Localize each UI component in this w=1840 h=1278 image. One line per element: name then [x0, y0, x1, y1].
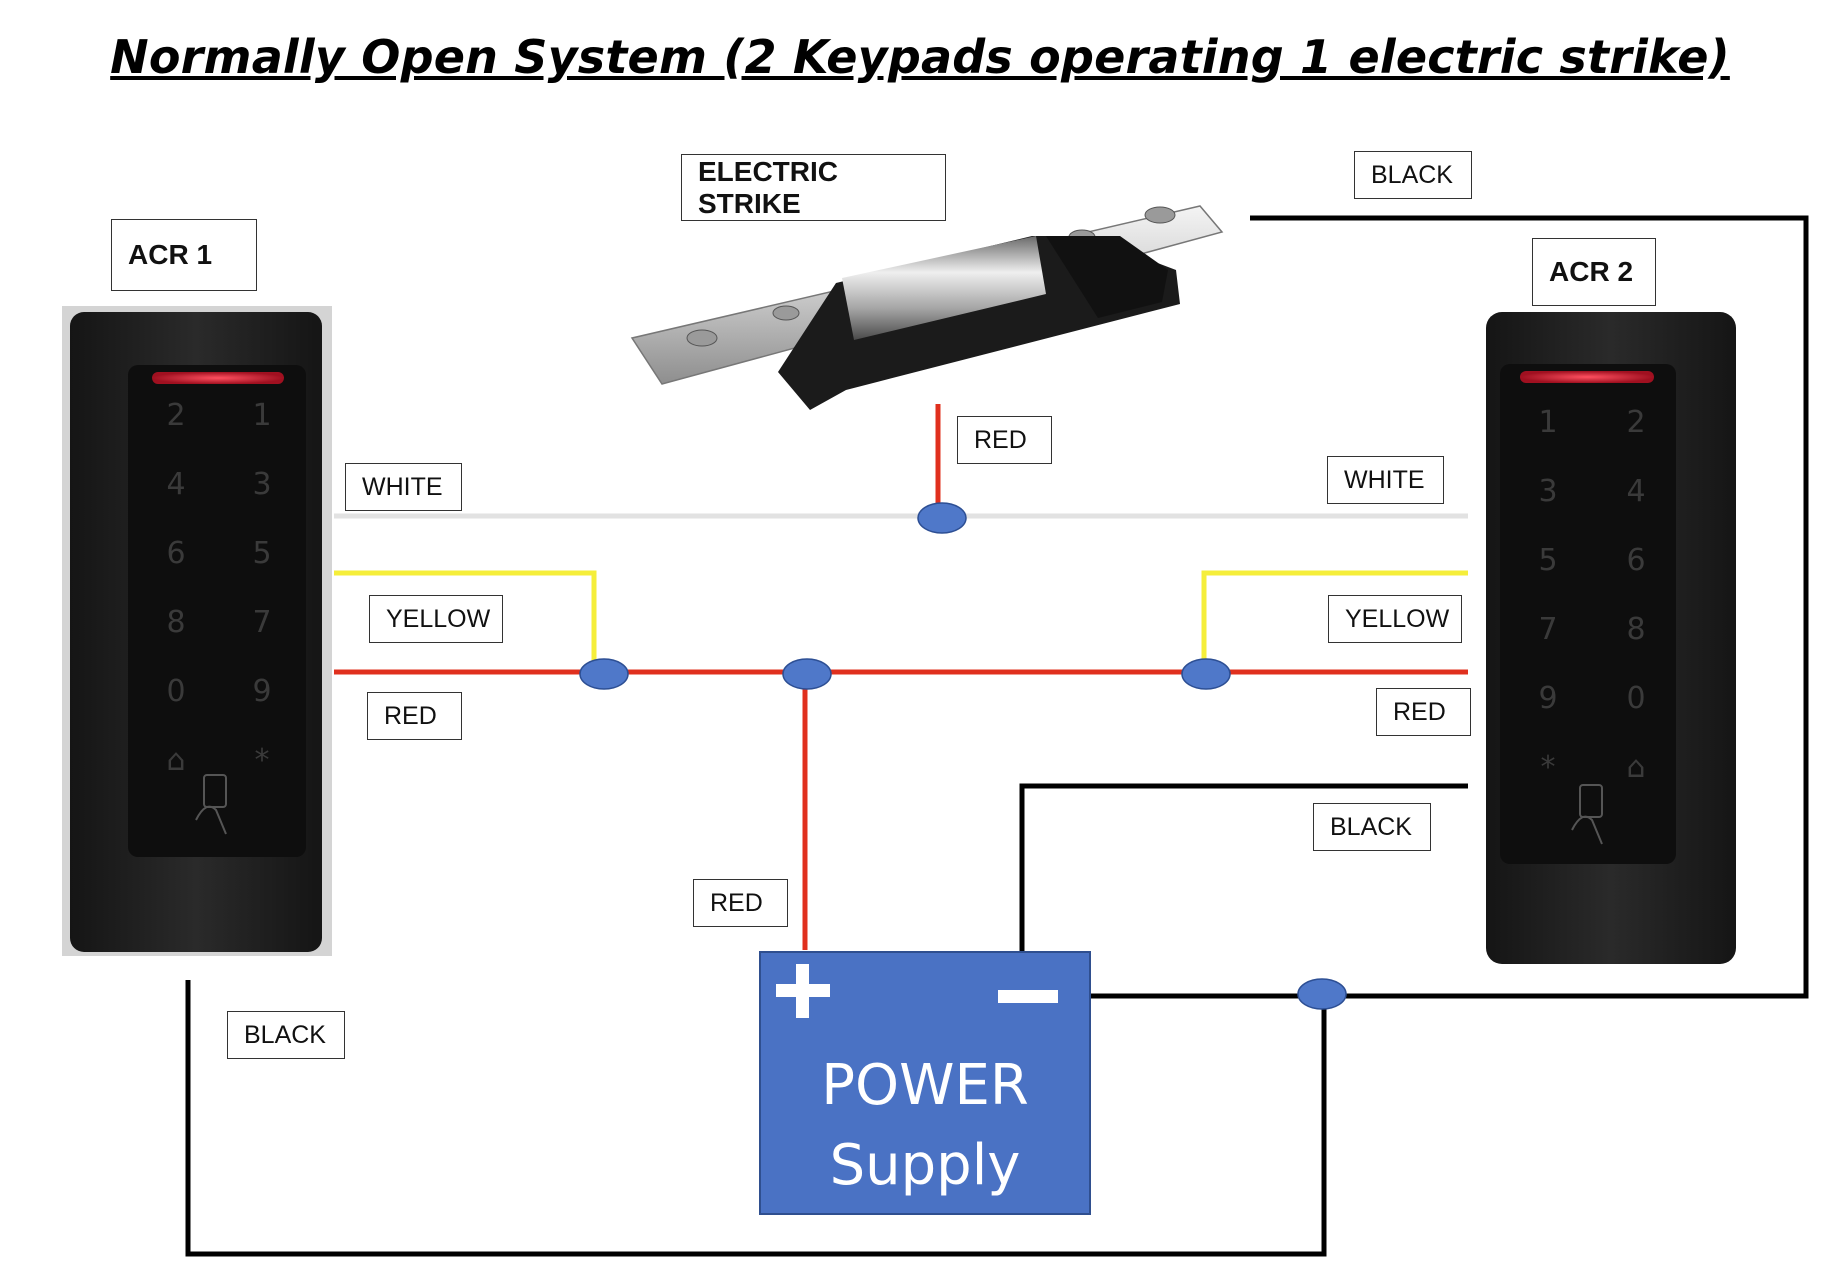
acr2-key: 9 [1538, 681, 1557, 716]
wire-yellow-right [1201, 570, 1468, 672]
acr1-key: 4 [166, 467, 185, 502]
acr1-key: 9 [252, 674, 271, 709]
wire-label-black-top: BLACK [1354, 151, 1472, 199]
acr2-key: 1 [1538, 405, 1557, 440]
acr1-label: ACR 1 [111, 219, 257, 291]
wire-black-main [1058, 215, 1809, 999]
acr2-key: 7 [1538, 612, 1557, 647]
wire-red-main [334, 669, 1468, 950]
acr2-key: 5 [1538, 543, 1557, 578]
acr1-keypad-keys: 2 1 4 3 6 5 8 7 0 9 ⌂ * [166, 398, 271, 778]
junction-yellow-right [1181, 658, 1231, 690]
acr1-key: 5 [252, 536, 271, 571]
wire-label-yellow-right: YELLOW [1328, 595, 1462, 643]
acr1-key: 8 [166, 605, 185, 640]
acr2-key: 3 [1538, 474, 1557, 509]
acr2-key: 8 [1626, 612, 1645, 647]
acr1-key: 0 [166, 674, 185, 709]
power-supply [759, 951, 1091, 1215]
acr1-key: 3 [252, 467, 271, 502]
junction-white-red [917, 502, 967, 534]
wire-label-red-right: RED [1376, 688, 1471, 736]
acr2-key: 6 [1626, 543, 1645, 578]
wire-label-red-psu: RED [693, 879, 788, 927]
acr1-key: 7 [252, 605, 271, 640]
acr2-key: 4 [1626, 474, 1645, 509]
acr1-key: 6 [166, 536, 185, 571]
electric-strike-label: ELECTRIC STRIKE [681, 154, 946, 221]
acr2-key: 2 [1626, 405, 1645, 440]
acr1-key: * [255, 743, 270, 778]
junction-black [1297, 978, 1347, 1010]
acr2-label: ACR 2 [1532, 238, 1656, 306]
wire-label-black-bottom: BLACK [227, 1011, 345, 1059]
acr2-key: * [1541, 750, 1556, 785]
wire-label-red-strike: RED [957, 416, 1052, 464]
acr2-keypad-image: 1 2 3 4 5 6 7 8 9 0 * ⌂ [1486, 312, 1736, 964]
wire-label-white-left: WHITE [345, 463, 462, 511]
wire-yellow-left [334, 570, 597, 672]
acr1-card-icon [195, 774, 227, 835]
junction-red-psu [782, 658, 832, 690]
acr1-key: 1 [252, 398, 271, 433]
acr1-keypad-image: 2 1 4 3 6 5 8 7 0 9 ⌂ * [62, 306, 332, 956]
acr2-card-icon [1571, 784, 1603, 845]
acr1-key: ⌂ [166, 743, 185, 778]
wire-label-red-left: RED [367, 692, 462, 740]
diagram-title: Normally Open System (2 Keypads operatin… [110, 30, 1730, 84]
wire-label-black-right: BLACK [1313, 803, 1431, 851]
power-supply-title: POWER [821, 1053, 1029, 1118]
power-supply-subtitle: Supply [829, 1133, 1021, 1198]
wire-label-yellow-left: YELLOW [369, 595, 503, 643]
acr1-key: 2 [166, 398, 185, 433]
acr2-keypad-keys: 1 2 3 4 5 6 7 8 9 0 * ⌂ [1538, 405, 1645, 785]
wire-black-acr2-to-psu [1019, 783, 1468, 958]
wire-black-acr1 [185, 980, 1327, 1257]
acr2-key: ⌂ [1626, 750, 1645, 785]
junction-yellow-left [579, 658, 629, 690]
wire-label-white-right: WHITE [1327, 456, 1444, 504]
acr2-key: 0 [1626, 681, 1645, 716]
electric-strike-image [630, 205, 1224, 410]
